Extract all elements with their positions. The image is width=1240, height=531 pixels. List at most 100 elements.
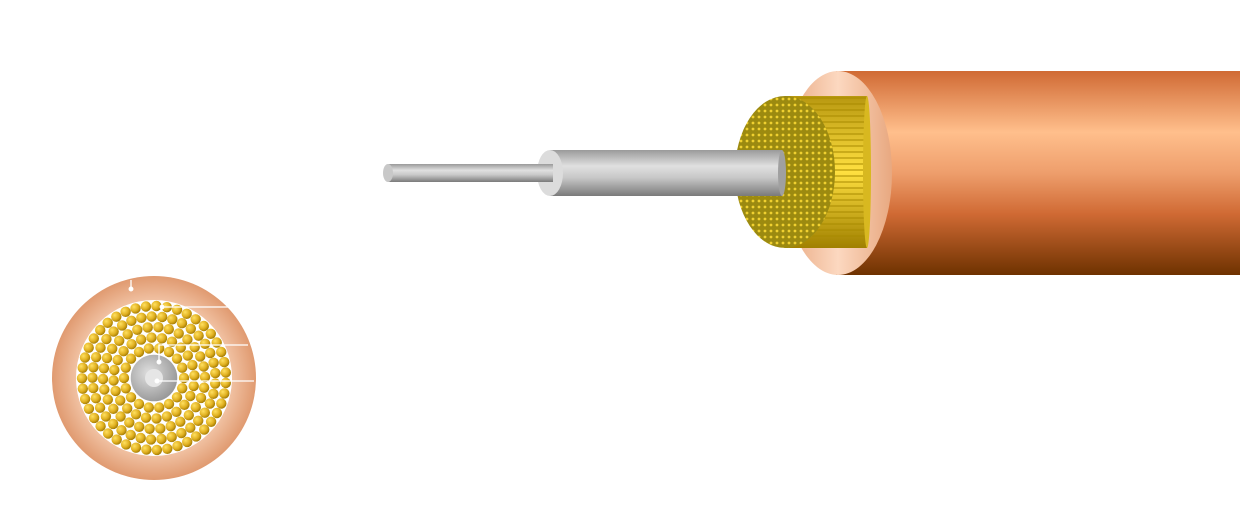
strand — [88, 362, 99, 373]
strand — [208, 388, 219, 399]
strand — [120, 439, 132, 450]
strand — [88, 382, 99, 394]
strand — [88, 333, 100, 344]
strand — [143, 402, 154, 413]
strand — [79, 393, 91, 405]
strand — [133, 398, 145, 410]
strand — [102, 428, 114, 439]
strand — [122, 329, 133, 340]
braid-end-right — [863, 96, 871, 248]
strand — [151, 300, 162, 312]
strand — [182, 350, 193, 361]
strand — [163, 398, 175, 410]
strand — [118, 346, 129, 357]
strand — [204, 398, 216, 409]
strand — [130, 303, 141, 314]
strand — [185, 422, 196, 433]
strand — [205, 347, 216, 359]
strand — [132, 324, 143, 335]
strand — [95, 324, 106, 336]
strand — [205, 328, 216, 339]
strand — [107, 418, 119, 430]
strand — [140, 301, 152, 312]
strand — [144, 423, 155, 434]
strand — [118, 372, 130, 384]
strand — [90, 393, 102, 404]
strand — [175, 416, 186, 427]
strand — [130, 409, 142, 420]
strand — [216, 346, 227, 358]
strand — [120, 362, 131, 373]
core-body — [388, 164, 553, 182]
strand — [189, 342, 200, 353]
strand — [108, 326, 119, 337]
strand — [120, 306, 131, 317]
strand — [171, 392, 183, 403]
strand — [101, 352, 113, 364]
strand — [171, 304, 183, 315]
strand — [190, 402, 201, 413]
strand — [146, 332, 157, 343]
strand — [193, 330, 204, 341]
strand — [157, 311, 168, 323]
strand — [156, 433, 167, 445]
strand — [176, 427, 187, 439]
strand — [125, 429, 136, 441]
strand — [166, 431, 177, 443]
strand — [124, 417, 135, 428]
strand — [177, 362, 188, 373]
strand — [185, 390, 196, 402]
strand — [198, 382, 210, 393]
strand — [111, 311, 122, 322]
strand — [151, 413, 162, 424]
strand — [156, 333, 168, 344]
strand — [115, 411, 126, 422]
leader-lines — [128, 280, 254, 384]
strand — [135, 432, 146, 444]
insulator-body — [550, 150, 782, 196]
strand — [108, 375, 119, 386]
strand — [135, 334, 147, 345]
strand — [79, 352, 91, 363]
strand — [198, 320, 209, 332]
strand — [95, 342, 106, 353]
strand — [179, 399, 190, 410]
strand — [189, 370, 200, 381]
strand — [216, 398, 227, 409]
strand — [111, 434, 122, 445]
cable-side-view — [383, 71, 1240, 275]
strand — [210, 367, 221, 379]
strand — [171, 353, 183, 364]
strand — [219, 388, 230, 399]
strand — [199, 424, 210, 435]
strand — [187, 359, 198, 371]
strand — [134, 421, 145, 432]
strand — [133, 346, 145, 358]
strand — [88, 412, 100, 424]
strand — [199, 338, 211, 349]
strand — [219, 356, 230, 368]
strand — [176, 318, 188, 329]
cs-core — [145, 369, 163, 387]
strand — [161, 411, 173, 422]
strand — [165, 421, 176, 432]
strand — [98, 363, 110, 374]
strand — [163, 346, 175, 358]
strand — [155, 423, 166, 434]
strand — [77, 383, 89, 394]
strand — [142, 322, 153, 333]
strand — [154, 402, 165, 413]
strand — [110, 385, 121, 397]
strand — [136, 312, 147, 323]
strand — [146, 311, 157, 322]
strand — [125, 353, 137, 364]
strand — [163, 324, 174, 335]
strand — [195, 392, 207, 404]
strand — [126, 315, 137, 326]
strand — [185, 323, 196, 334]
strand — [87, 372, 98, 383]
strand — [143, 343, 154, 354]
strand — [101, 333, 112, 345]
insulator-right-end — [778, 150, 786, 196]
